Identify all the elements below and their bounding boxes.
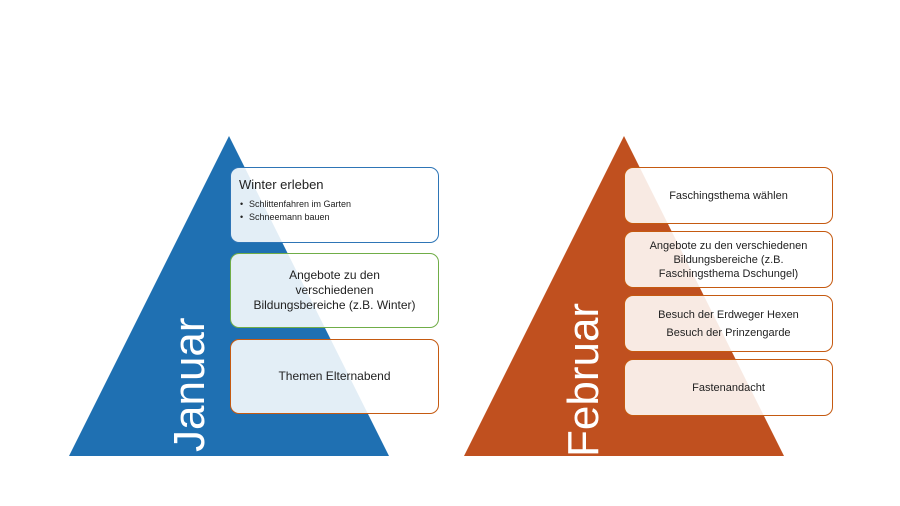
february-box-besuche-line: Besuch der Erdweger Hexen (658, 308, 799, 321)
february-box-fasching-text: Faschingsthema wählen (669, 189, 788, 202)
january-box-winter-title: Winter erleben (239, 177, 324, 192)
january-box-angebote-line: verschiedenen (295, 283, 374, 297)
january-box-winter-list: Schlittenfahren im Garten Schneemann bau… (239, 198, 430, 224)
january-box-angebote-line: Bildungsbereiche (z.B. Winter) (253, 298, 416, 312)
february-box-fastenandacht: Fastenandacht (624, 359, 833, 416)
february-box-fastenandacht-text: Fastenandacht (692, 381, 765, 394)
january-box-elternabend: Themen Elternabend (230, 339, 439, 414)
february-box-fasching: Faschingsthema wählen (624, 167, 833, 224)
february-box-angebote-line: Faschingsthema Dschungel) (658, 267, 799, 280)
january-label: Januar (165, 317, 214, 452)
january-box-angebote: Angebote zu den verschiedenen Bildungsbe… (230, 253, 439, 328)
february-box-angebote: Angebote zu den verschiedenen Bildungsbe… (624, 231, 833, 288)
january-box-elternabend-text: Themen Elternabend (278, 369, 391, 383)
february-box-angebote-line: Bildungsbereiche (z.B. (673, 253, 784, 266)
january-box-angebote-line: Angebote zu den (289, 268, 380, 282)
list-item: Schneemann bauen (240, 211, 430, 224)
february-label: Februar (559, 302, 608, 457)
list-item: Schlittenfahren im Garten (240, 198, 430, 211)
february-box-besuche: Besuch der Erdweger Hexen Besuch der Pri… (624, 295, 833, 352)
february-box-angebote-line: Angebote zu den verschiedenen (649, 239, 808, 252)
january-box-winter: Winter erleben Schlittenfahren im Garten… (230, 167, 439, 243)
february-box-besuche-line: Besuch der Prinzengarde (666, 326, 791, 339)
